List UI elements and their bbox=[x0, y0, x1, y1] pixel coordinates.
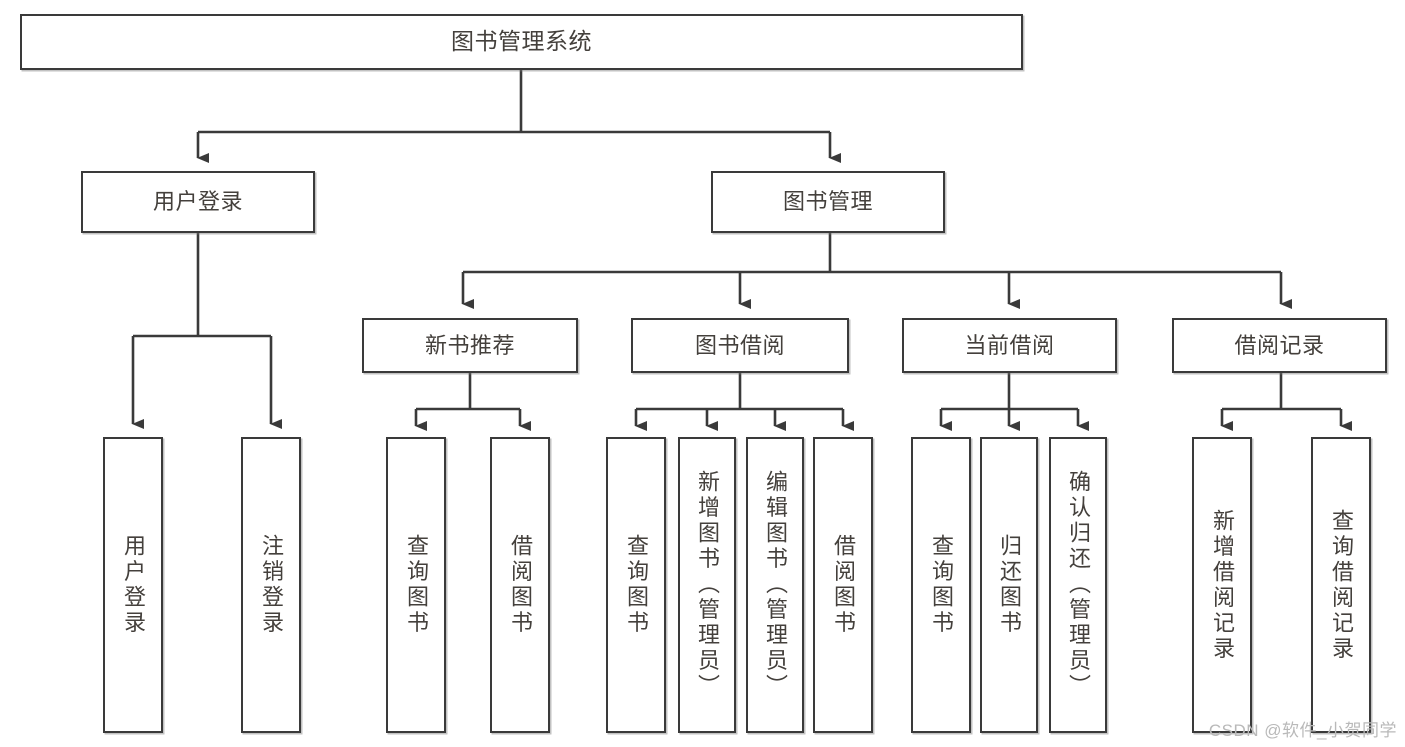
leaf-label: 查询图书 bbox=[624, 534, 649, 636]
leaf-borrow-borrow-book[interactable]: 借阅图书 bbox=[813, 437, 873, 733]
leaf-record-add-record[interactable]: 新增借阅记录 bbox=[1192, 437, 1252, 733]
node-new-book-recommend[interactable]: 新书推荐 bbox=[362, 318, 578, 373]
leaf-label: 编辑图书（管理员） bbox=[763, 470, 788, 700]
leaf-recommend-query-book[interactable]: 查询图书 bbox=[386, 437, 446, 733]
leaf-borrow-edit-book-admin[interactable]: 编辑图书（管理员） bbox=[746, 437, 804, 733]
leaf-label: 借阅图书 bbox=[831, 534, 856, 636]
leaf-label: 查询图书 bbox=[929, 534, 954, 636]
leaf-label: 用户登录 bbox=[121, 534, 146, 636]
watermark: CSDN @软件_小贺同学 bbox=[1208, 721, 1397, 740]
leaf-label: 注销登录 bbox=[259, 534, 284, 636]
leaf-user-login-signout[interactable]: 注销登录 bbox=[241, 437, 301, 733]
node-borrow-record-label: 借阅记录 bbox=[1234, 332, 1325, 358]
leaf-label: 查询借阅记录 bbox=[1329, 508, 1354, 662]
node-user-login[interactable]: 用户登录 bbox=[81, 171, 315, 233]
leaf-label: 查询图书 bbox=[404, 534, 429, 636]
leaf-label: 新增借阅记录 bbox=[1210, 508, 1235, 662]
leaf-borrow-query-book[interactable]: 查询图书 bbox=[606, 437, 666, 733]
node-book-borrow-label: 图书借阅 bbox=[694, 332, 785, 358]
leaf-current-query-book[interactable]: 查询图书 bbox=[911, 437, 971, 733]
node-current-borrow[interactable]: 当前借阅 bbox=[902, 318, 1117, 373]
leaf-user-login-signin[interactable]: 用户登录 bbox=[103, 437, 163, 733]
leaf-recommend-borrow-book[interactable]: 借阅图书 bbox=[490, 437, 550, 733]
leaf-current-return-book[interactable]: 归还图书 bbox=[980, 437, 1038, 733]
leaf-label: 归还图书 bbox=[997, 534, 1022, 636]
leaf-current-confirm-return-admin[interactable]: 确认归还（管理员） bbox=[1049, 437, 1107, 733]
node-book-management[interactable]: 图书管理 bbox=[711, 171, 945, 233]
node-new-book-recommend-label: 新书推荐 bbox=[424, 332, 515, 358]
node-user-login-label: 用户登录 bbox=[152, 189, 243, 215]
leaf-label: 确认归还（管理员） bbox=[1066, 470, 1091, 700]
leaf-label: 新增图书（管理员） bbox=[695, 470, 720, 700]
node-book-management-label: 图书管理 bbox=[782, 189, 873, 215]
leaf-borrow-add-book-admin[interactable]: 新增图书（管理员） bbox=[678, 437, 736, 733]
node-current-borrow-label: 当前借阅 bbox=[964, 332, 1055, 358]
node-book-borrow[interactable]: 图书借阅 bbox=[631, 318, 849, 373]
leaf-label: 借阅图书 bbox=[508, 534, 533, 636]
node-borrow-record[interactable]: 借阅记录 bbox=[1172, 318, 1387, 373]
leaf-record-query-record[interactable]: 查询借阅记录 bbox=[1311, 437, 1371, 733]
node-root[interactable]: 图书管理系统 bbox=[20, 14, 1023, 70]
node-root-label: 图书管理系统 bbox=[451, 28, 592, 55]
